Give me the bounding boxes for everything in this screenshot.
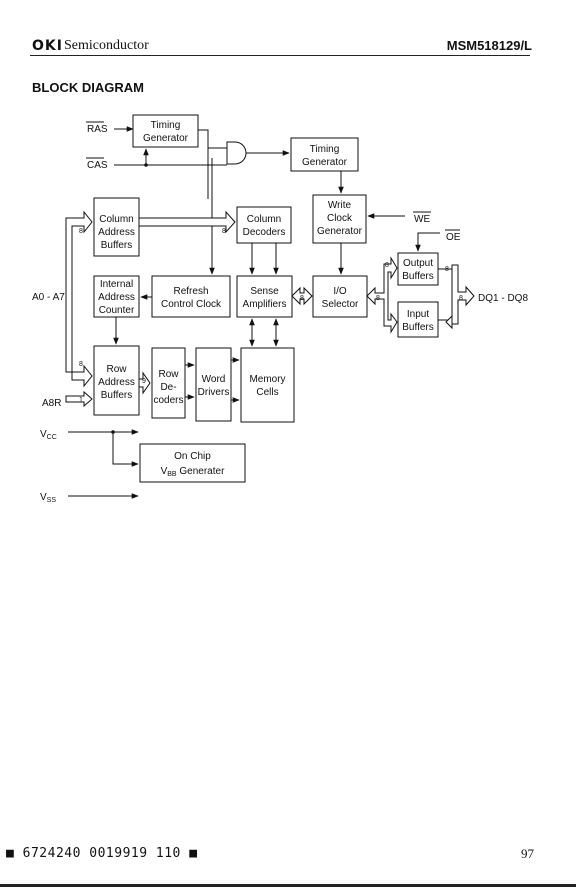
vss-signal: VSS <box>40 492 56 504</box>
svg-text:Counter: Counter <box>99 305 135 316</box>
svg-text:8: 8 <box>445 266 449 273</box>
bus-width-labels: 8 8 8 1 9 8 8 8 8 8 <box>79 228 463 404</box>
svg-text:Buffers: Buffers <box>402 322 434 333</box>
svg-text:Timing: Timing <box>151 120 181 131</box>
svg-text:8: 8 <box>385 262 389 269</box>
svg-text:Timing: Timing <box>310 144 340 155</box>
svg-text:Generator: Generator <box>317 226 363 237</box>
svg-text:Refresh: Refresh <box>173 286 208 297</box>
svg-text:coders: coders <box>153 395 183 406</box>
timing-generator-1-block: Timing Generator <box>132 114 199 148</box>
svg-text:Generator: Generator <box>302 157 348 168</box>
svg-text:Column: Column <box>247 214 281 225</box>
svg-text:CAS: CAS <box>87 160 108 171</box>
vcc-signal: VCC <box>40 429 57 441</box>
timing-generator-2-block: Timing Generator <box>290 137 359 172</box>
sense-amplifiers-block: Sense Amplifiers <box>236 275 293 318</box>
svg-text:Row: Row <box>106 364 127 375</box>
oe-signal: OE <box>445 229 461 243</box>
svg-text:9: 9 <box>142 378 146 385</box>
svg-text:8: 8 <box>222 228 226 235</box>
svg-text:On Chip: On Chip <box>174 451 211 462</box>
svg-text:De-: De- <box>160 382 176 393</box>
write-clock-generator-block: Write Clock Generator <box>312 194 367 244</box>
row-decoders-block: Row De- coders <box>151 347 186 419</box>
dq-signal: DQ1 - DQ8 <box>478 293 528 304</box>
svg-text:Drivers: Drivers <box>198 387 230 398</box>
page-number: 97 <box>521 846 534 861</box>
svg-text:WE: WE <box>414 214 430 225</box>
svg-text:VBB Generater: VBB Generater <box>161 466 225 478</box>
svg-text:Row: Row <box>158 369 179 380</box>
svg-text:8: 8 <box>79 228 83 235</box>
connection-wires <box>68 126 452 499</box>
section-title: BLOCK DIAGRAM <box>32 80 144 95</box>
svg-text:Input: Input <box>407 309 429 320</box>
refresh-control-clock-block: Refresh Control Clock <box>151 275 231 318</box>
column-decoder-bus <box>138 210 236 234</box>
svg-text:Amplifiers: Amplifiers <box>243 299 287 310</box>
svg-text:8: 8 <box>459 295 463 302</box>
address-signal: A0 - A7 <box>32 292 65 303</box>
svg-text:Memory: Memory <box>249 374 285 385</box>
input-buffers-block: Input Buffers <box>397 301 439 338</box>
svg-text:Buffers: Buffers <box>101 390 133 401</box>
header-rule <box>30 55 530 56</box>
row-decoder-bus <box>138 371 151 395</box>
svg-text:Column: Column <box>99 214 133 225</box>
svg-text:Output: Output <box>403 258 433 269</box>
io-buffer-bus <box>366 256 398 334</box>
io-selector-block: I/O Selector <box>312 275 368 318</box>
svg-text:OE: OE <box>446 232 461 243</box>
svg-text:Sense: Sense <box>250 286 279 297</box>
svg-text:RAS: RAS <box>87 124 108 135</box>
svg-text:Word: Word <box>202 374 226 385</box>
svg-text:Address: Address <box>98 377 135 388</box>
internal-address-counter-block: Internal Address Counter <box>93 275 140 318</box>
svg-text:Write: Write <box>328 200 352 211</box>
svg-text:Address: Address <box>98 227 135 238</box>
address-bus <box>65 210 93 408</box>
svg-text:Clock: Clock <box>327 213 353 224</box>
svg-text:Buffers: Buffers <box>101 240 133 251</box>
svg-text:Selector: Selector <box>322 299 359 310</box>
cas-signal: CAS <box>86 157 108 171</box>
svg-text:8: 8 <box>300 295 304 302</box>
svg-text:Generator: Generator <box>143 133 189 144</box>
svg-text:1: 1 <box>79 397 83 404</box>
svg-text:Decoders: Decoders <box>243 227 286 238</box>
column-decoders-block: Column Decoders <box>236 206 292 244</box>
vbb-generator-block: On Chip VBB Generater <box>139 443 246 483</box>
svg-text:8: 8 <box>79 361 83 368</box>
column-address-buffers-block: Column Address Buffers <box>93 197 140 257</box>
svg-text:8: 8 <box>376 295 380 302</box>
svg-text:I/O: I/O <box>333 286 347 297</box>
part-number: MSM518129/L <box>446 38 532 53</box>
sense-io-bus <box>291 286 313 306</box>
footer-barcode: ■ 6724240 0019919 110 ■ <box>6 846 198 861</box>
ras-signal: RAS <box>86 121 108 135</box>
company-logo: OKI <box>32 38 63 54</box>
svg-text:Address: Address <box>98 292 135 303</box>
company-name: Semiconductor <box>64 38 149 53</box>
dq-bus <box>445 264 475 330</box>
a8r-signal: A8R <box>42 398 61 409</box>
word-drivers-block: Word Drivers <box>195 347 232 422</box>
memory-cells-block: Memory Cells <box>240 347 295 423</box>
svg-text:Internal: Internal <box>100 279 133 290</box>
footer-rule <box>0 884 576 887</box>
row-address-buffers-block: Row Address Buffers <box>93 345 140 416</box>
svg-text:Control Clock: Control Clock <box>161 299 222 310</box>
we-signal: WE <box>413 211 431 225</box>
output-buffers-block: Output Buffers <box>397 252 439 286</box>
svg-text:Buffers: Buffers <box>402 271 434 282</box>
svg-text:Cells: Cells <box>256 387 278 398</box>
